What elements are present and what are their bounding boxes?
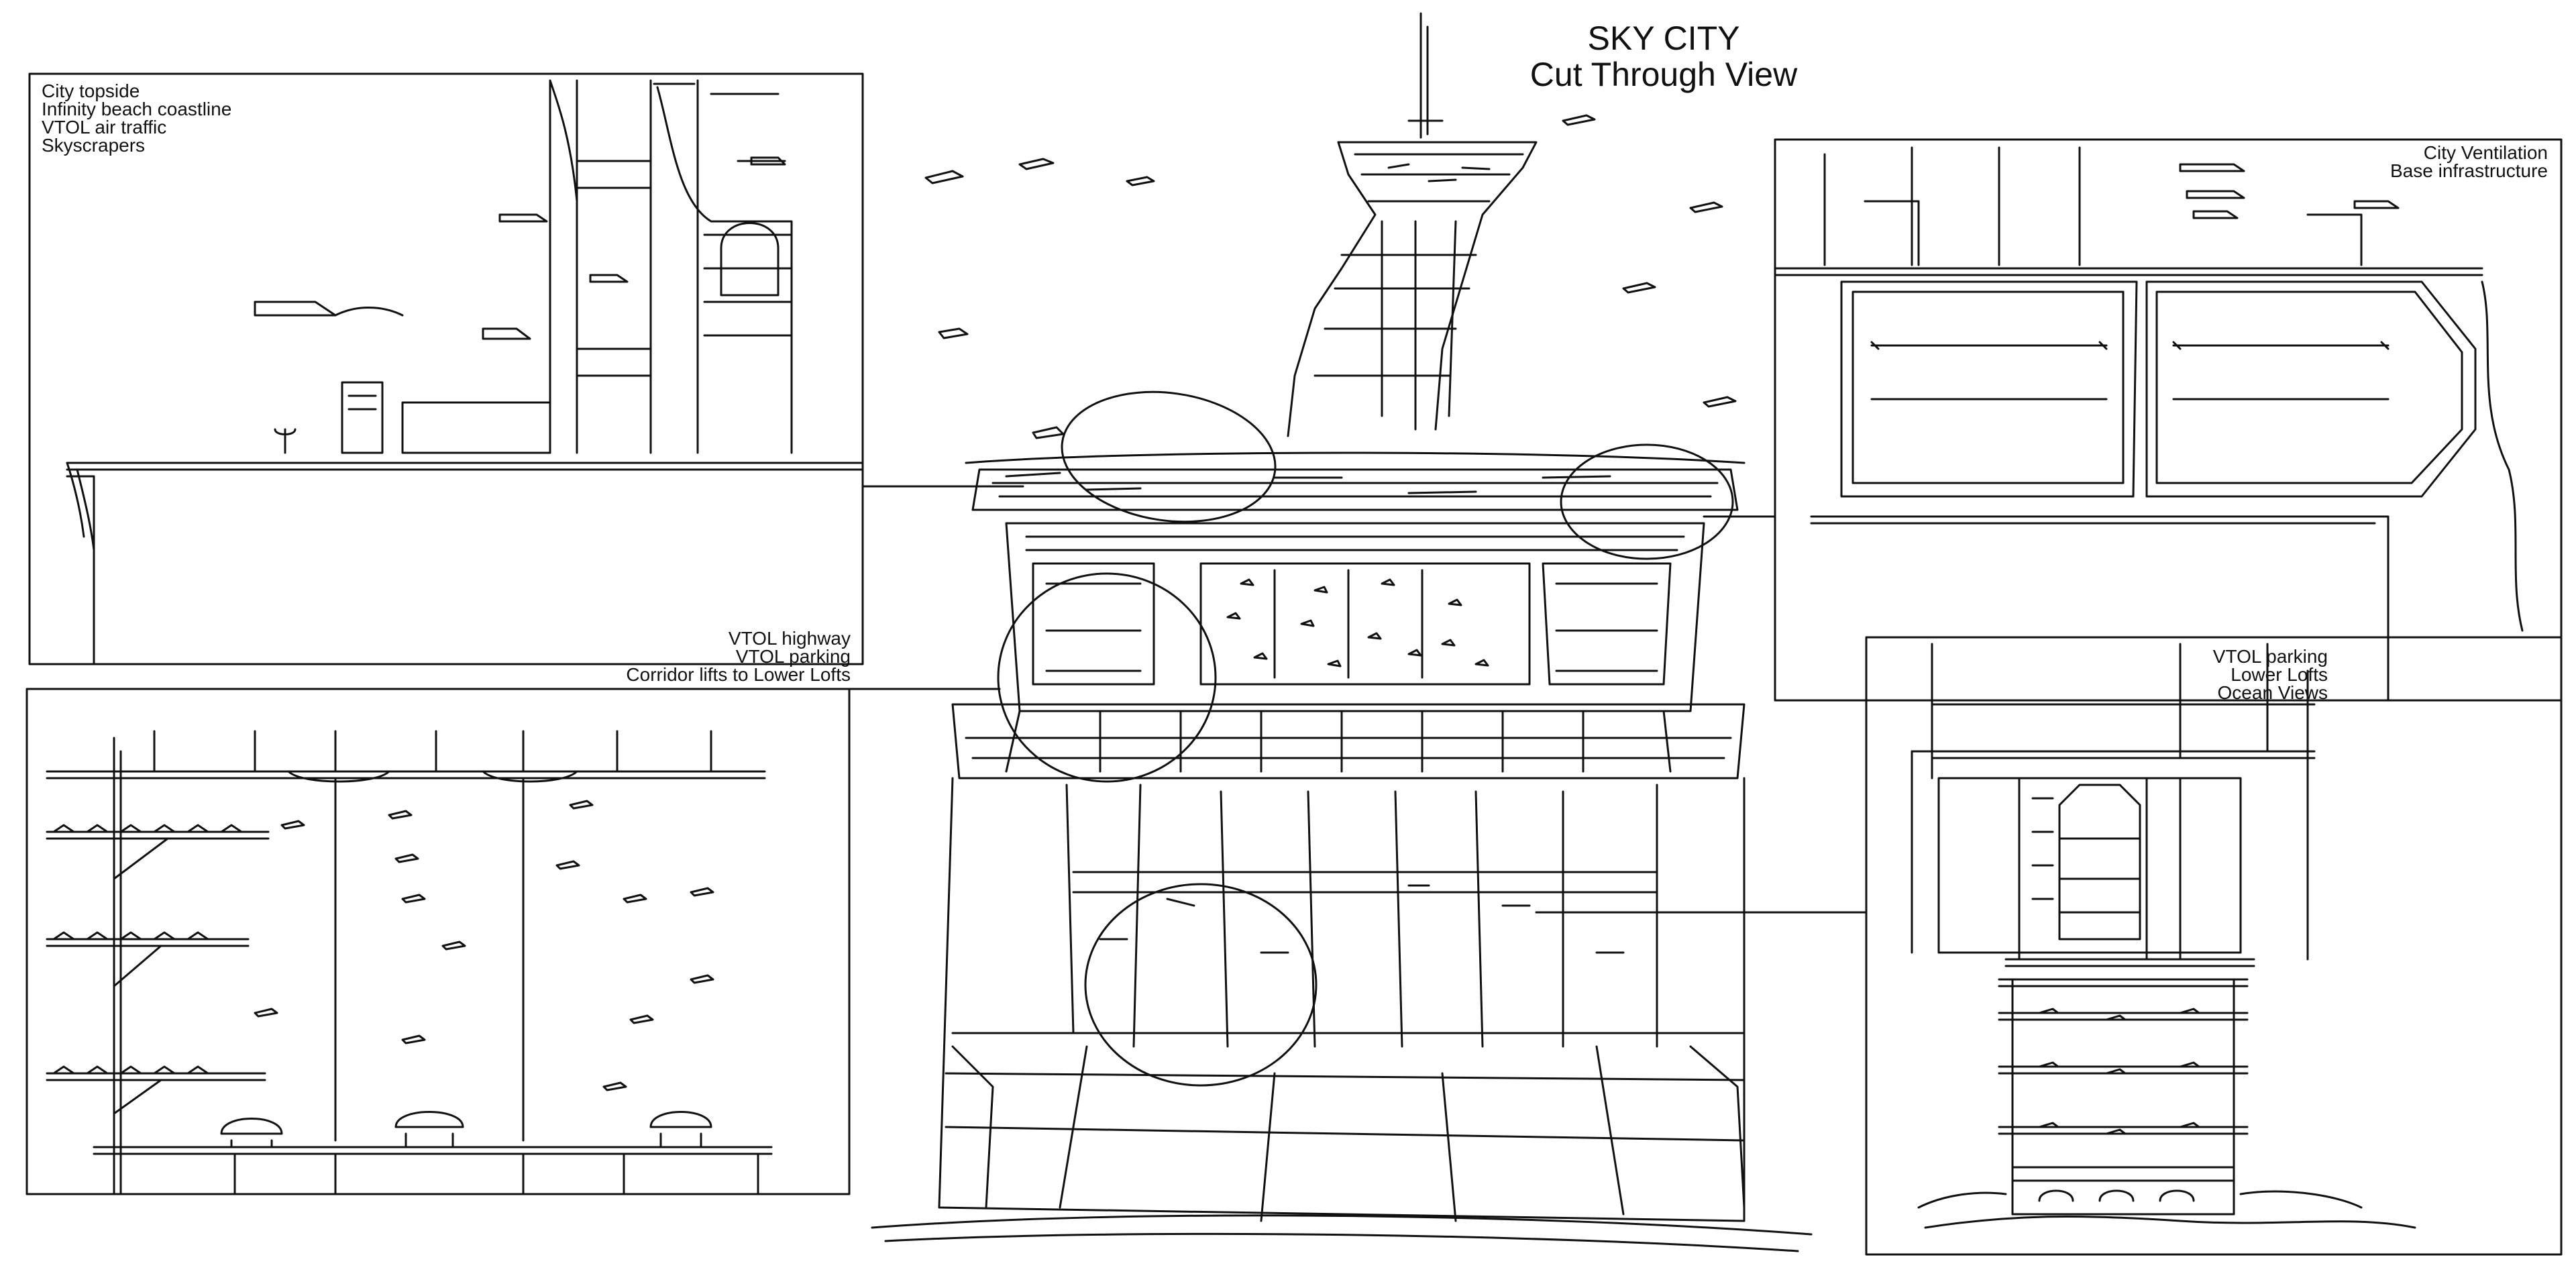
caption-line: City Ventilation — [2423, 142, 2548, 163]
caption-city-topside: City topside Infinity beach coastline VT… — [42, 80, 232, 156]
caption-line: Infinity beach coastline — [42, 99, 232, 119]
title-line-1: SKY CITY — [1587, 19, 1740, 57]
caption-line: VTOL parking — [2212, 646, 2328, 667]
diagram-title: SKY CITY Cut Through View — [1449, 20, 1878, 93]
central-city-sketch — [871, 12, 1813, 1252]
caption-line: Lower Lofts — [2231, 664, 2328, 685]
caption-line: VTOL air traffic — [42, 117, 167, 138]
panel-city-topside — [28, 72, 864, 665]
caption-line: VTOL highway — [728, 628, 851, 649]
panel-lower-lofts — [1865, 636, 2563, 1256]
panel-highway — [25, 688, 851, 1195]
caption-lower-lofts: VTOL parking Lower Lofts Ocean Views — [2213, 647, 2328, 702]
connector-lines — [848, 485, 1868, 914]
panel-ventilation — [1774, 138, 2563, 702]
caption-line: Corridor lifts to Lower Lofts — [626, 664, 851, 685]
caption-line: City topside — [42, 80, 140, 101]
caption-line: Base infrastructure — [2390, 160, 2548, 181]
title-line-2: Cut Through View — [1529, 56, 1798, 93]
caption-ventilation: City Ventilation Base infrastructure — [2390, 144, 2548, 180]
caption-highway: VTOL highway VTOL parking Corridor lifts… — [626, 629, 851, 684]
caption-line: VTOL parking — [735, 646, 851, 667]
caption-line: Ocean Views — [2217, 682, 2328, 703]
caption-line: Skyscrapers — [42, 135, 146, 156]
